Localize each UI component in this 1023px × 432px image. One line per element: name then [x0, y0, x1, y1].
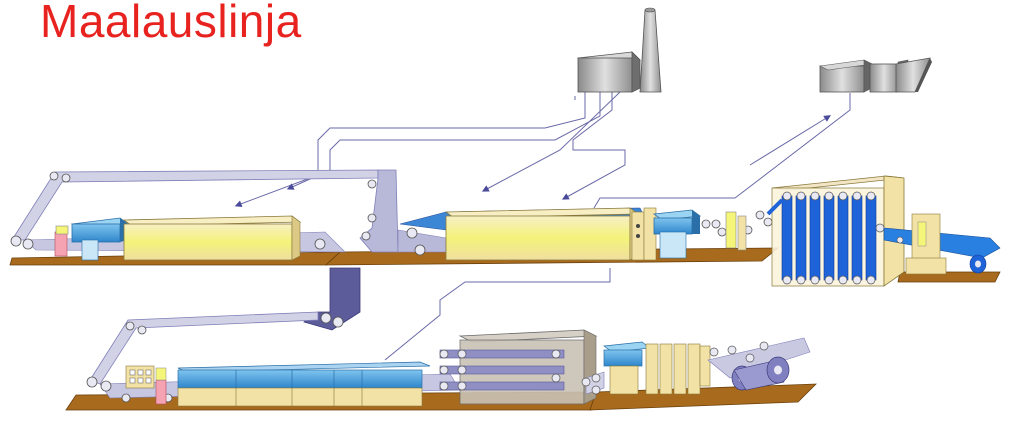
upper-rollers-middle — [406, 227, 426, 256]
factory-chimney-icon — [577, 7, 662, 93]
upper-pink-unit — [54, 231, 68, 257]
exhaust-filter-unit-icon — [818, 57, 932, 93]
upper-oven-2 — [444, 207, 640, 261]
lower-coil-recoilers — [707, 337, 811, 391]
upper-cooling-units — [631, 207, 657, 261]
upper-coater-2 — [652, 209, 702, 259]
lower-pretreatment-unit — [125, 365, 167, 405]
lower-drying-oven — [177, 361, 431, 407]
strip-accumulator-tower — [766, 175, 905, 287]
upper-coater — [70, 217, 130, 261]
upper-rollers-left — [10, 171, 377, 250]
transfer-rollers — [320, 312, 344, 328]
upper-yellow-unit — [55, 225, 69, 235]
diagram-title: Maalauslinja — [40, 0, 302, 47]
upper-yellow-stand — [725, 211, 737, 249]
upper-rollers-right — [701, 210, 773, 237]
upper-stand — [737, 215, 747, 251]
lower-quench-box — [439, 329, 598, 405]
lower-exit-section — [581, 341, 711, 395]
air-ducts — [234, 91, 851, 361]
strip-transfer-duct — [303, 267, 361, 331]
recoiler-strip — [883, 213, 1001, 275]
upper-oven — [122, 215, 302, 261]
